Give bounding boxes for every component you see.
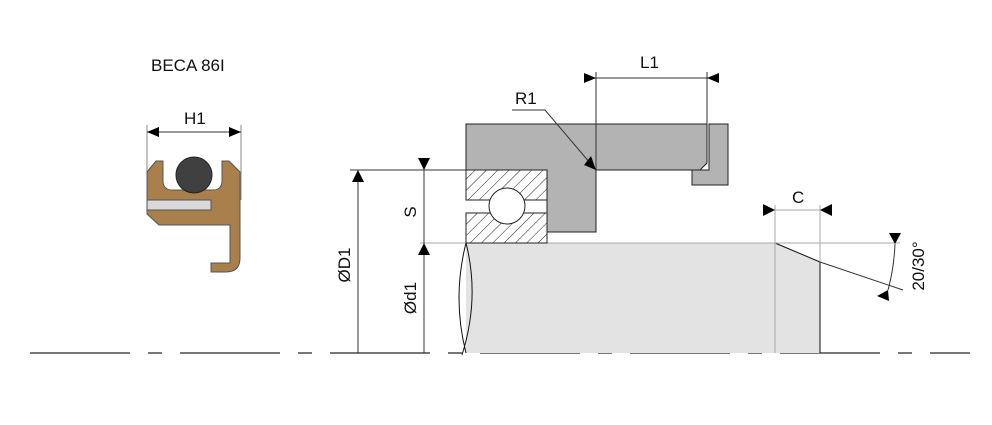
arrow-icon	[229, 127, 241, 137]
housing-body	[465, 123, 708, 233]
shaft	[420, 205, 900, 356]
bearing-ball	[488, 187, 526, 225]
arrow-icon	[352, 170, 364, 182]
angle-leg	[819, 261, 904, 291]
arrow-icon	[763, 204, 775, 216]
s-label: S	[401, 206, 420, 217]
seal-insert	[146, 199, 212, 211]
break-line	[461, 242, 473, 356]
bearing	[465, 169, 548, 244]
arrow-icon	[889, 233, 901, 244]
arrow-icon	[877, 290, 889, 301]
h1-label: H1	[184, 109, 206, 128]
o-ring	[175, 156, 213, 194]
arrow-icon	[147, 127, 159, 137]
c-label: C	[792, 188, 804, 207]
shaft-chamfer	[774, 242, 821, 263]
arrow-icon	[584, 156, 596, 170]
angle-label: 20/30°	[909, 241, 928, 290]
r1-label: R1	[515, 89, 537, 108]
shaft-body	[466, 243, 820, 353]
r1-leader	[512, 109, 597, 171]
arrow-icon	[707, 73, 719, 83]
break-line	[458, 242, 467, 354]
l1-label: L1	[640, 53, 659, 72]
seal-profile: H1	[146, 109, 242, 273]
product-title: BECA 86I	[151, 56, 225, 75]
d1-inner-label: Ød1	[401, 282, 420, 314]
seal-body	[146, 160, 241, 273]
housing	[465, 123, 729, 233]
arrow-icon	[820, 204, 832, 216]
housing-retainer	[691, 123, 729, 186]
angle-arc	[887, 243, 896, 291]
d1-outer-label: ØD1	[335, 248, 354, 283]
arrow-icon	[418, 158, 430, 170]
arrow-icon	[418, 243, 430, 255]
arrow-icon	[584, 73, 596, 83]
